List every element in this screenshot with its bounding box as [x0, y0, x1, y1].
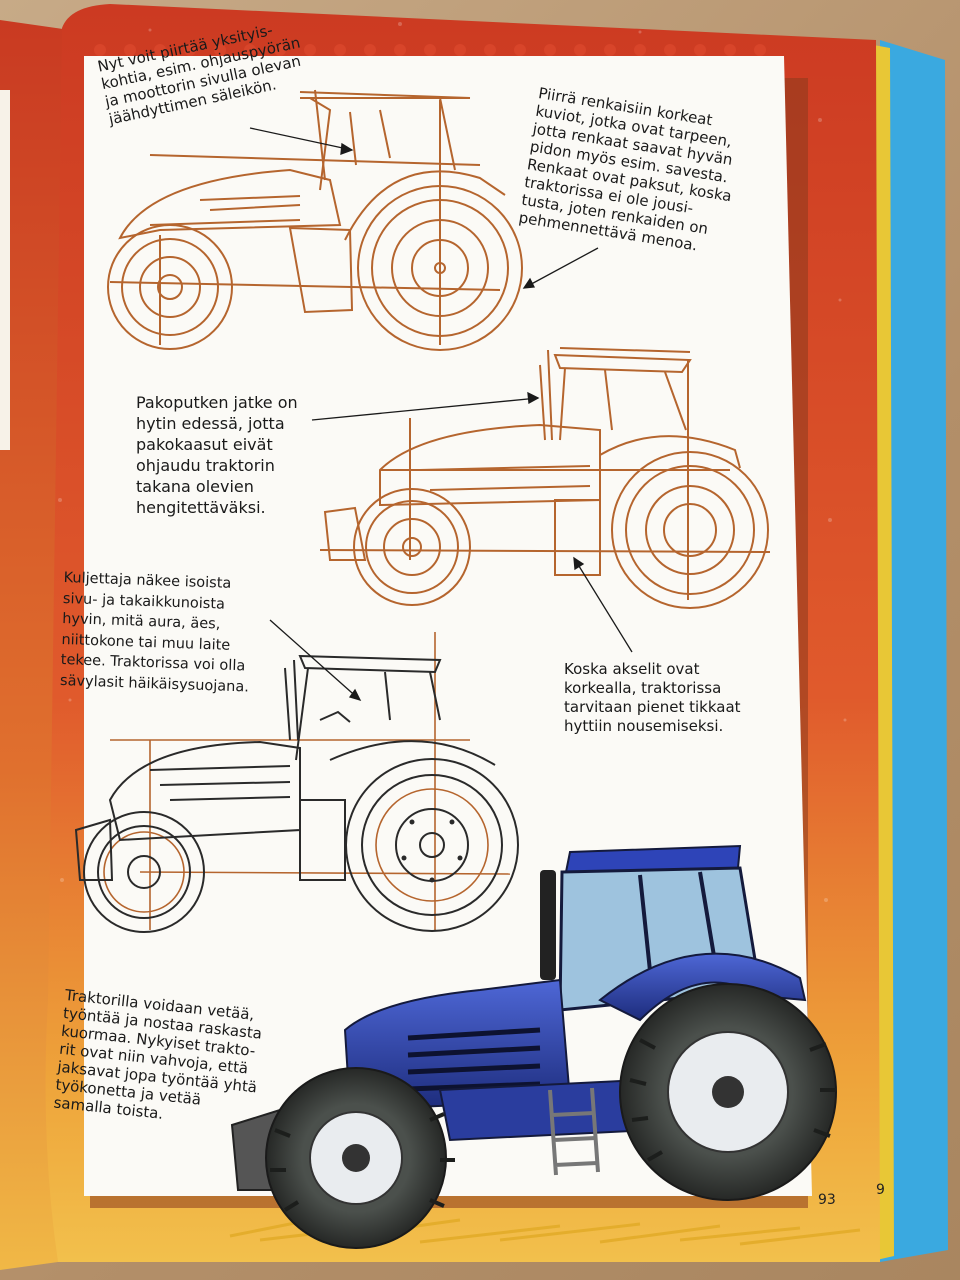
pointer-arrows-2 [311, 391, 633, 653]
note-pulling: Traktorilla voidaan vetää, työntää ja no… [52, 986, 263, 1123]
tractor-sketch-3-ink [74, 654, 519, 933]
pointer-arrows-3 [269, 619, 362, 702]
wheel-bolts [401, 819, 463, 883]
note-ladder: Koska akselit ovat korkealla, traktoriss… [564, 660, 741, 735]
left-page-paper-strip [0, 90, 10, 450]
book-cover-edge [880, 40, 948, 1262]
next-page-number-fragment: 9 [876, 1182, 885, 1198]
tractor-sketch-2 [319, 347, 771, 609]
blue-tractor-illustration [230, 844, 837, 1249]
note-exhaust: Pakoputken jatke on hytin edessä, jotta … [136, 393, 298, 517]
page-number: 93 [818, 1192, 836, 1208]
border-texture [58, 22, 847, 902]
spiral-holes [94, 44, 766, 56]
pointer-arrows-1 [249, 127, 599, 289]
tractor-sketch-1 [107, 89, 523, 351]
note-windows: Kuljettaja näkee isoista sivu- ja takaik… [59, 569, 250, 696]
